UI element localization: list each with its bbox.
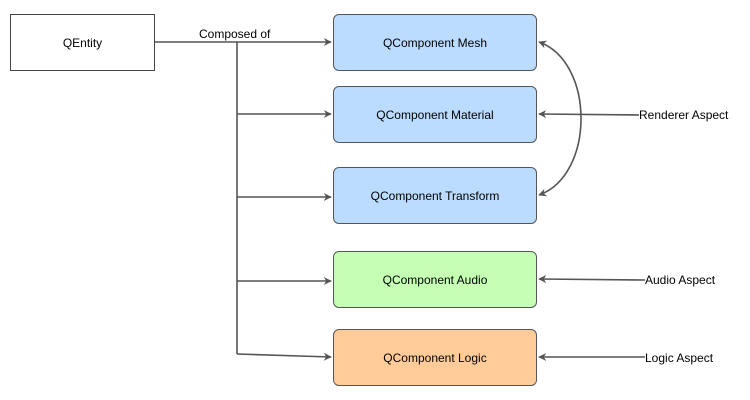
- renderer-aspect-label: Renderer Aspect: [639, 108, 729, 122]
- edge-audio-aspect-to-audio: [538, 275, 646, 284]
- logic-aspect-label: Logic Aspect: [645, 351, 714, 365]
- edge-renderer-to-material: [538, 110, 640, 119]
- component-logic-box: QComponent Logic: [333, 329, 537, 386]
- composed-of-label: Composed of: [199, 27, 271, 41]
- component-audio-box: QComponent Audio: [333, 251, 537, 308]
- entity-label: QEntity: [62, 35, 103, 50]
- component-mesh-box: QComponent Mesh: [333, 14, 537, 71]
- audio-aspect-label: Audio Aspect: [645, 273, 716, 287]
- entity-box: QEntity: [10, 14, 155, 71]
- component-transform-label: QComponent Transform: [370, 188, 500, 203]
- component-material-label: QComponent Material: [376, 107, 494, 122]
- edge-renderer-mesh-transform: [538, 40, 582, 197]
- component-logic-label: QComponent Logic: [383, 350, 487, 365]
- component-material-box: QComponent Material: [333, 86, 537, 143]
- component-transform-box: QComponent Transform: [333, 167, 537, 224]
- component-audio-label: QComponent Audio: [382, 272, 488, 287]
- edge-entity-to-logic: [236, 352, 332, 361]
- component-mesh-label: QComponent Mesh: [382, 35, 488, 50]
